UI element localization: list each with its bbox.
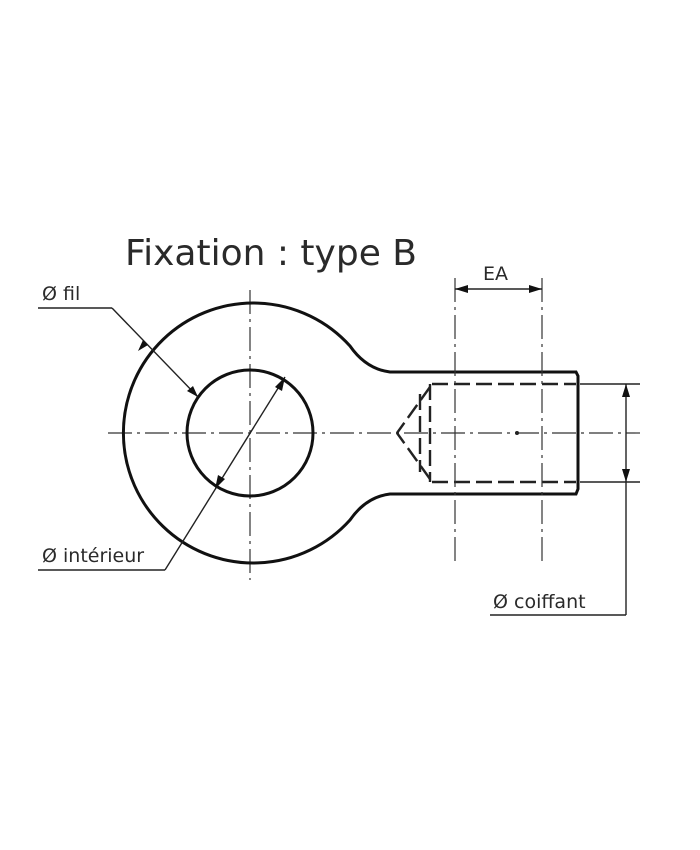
ea-dimension: EA — [454, 263, 543, 562]
drill-point-upper — [396, 386, 431, 434]
center-lines — [108, 290, 640, 580]
drill-point-lower — [396, 432, 431, 480]
center-point — [515, 431, 519, 435]
inner-arrow-top — [275, 377, 285, 391]
wire-arrow-outer — [138, 340, 148, 351]
ea-arrow-right — [529, 285, 542, 293]
ea-arrow-left — [455, 285, 468, 293]
wire-leader-line — [111, 307, 199, 398]
wire-diameter-label: Ø fil — [42, 283, 80, 305]
inner-diameter-dimension: Ø intérieur — [38, 376, 286, 571]
threaded-bore — [396, 382, 576, 484]
cap-diameter-label: Ø coiffant — [493, 591, 586, 613]
wire-arrow-inner — [187, 386, 198, 397]
inner-arrow-bottom — [215, 475, 225, 489]
inner-diameter-label: Ø intérieur — [42, 545, 144, 567]
eye-inner-hole — [185, 368, 315, 498]
ea-label: EA — [483, 263, 508, 285]
cap-arrow-top — [622, 384, 630, 397]
cap-arrow-bottom — [622, 469, 630, 482]
wire-diameter-dimension: Ø fil — [38, 283, 199, 398]
inner-leader-line — [164, 376, 286, 571]
eye-outer-contour — [121, 301, 580, 565]
cap-diameter-dimension: Ø coiffant — [490, 383, 640, 616]
drawing-title: Fixation : type B — [125, 233, 417, 274]
